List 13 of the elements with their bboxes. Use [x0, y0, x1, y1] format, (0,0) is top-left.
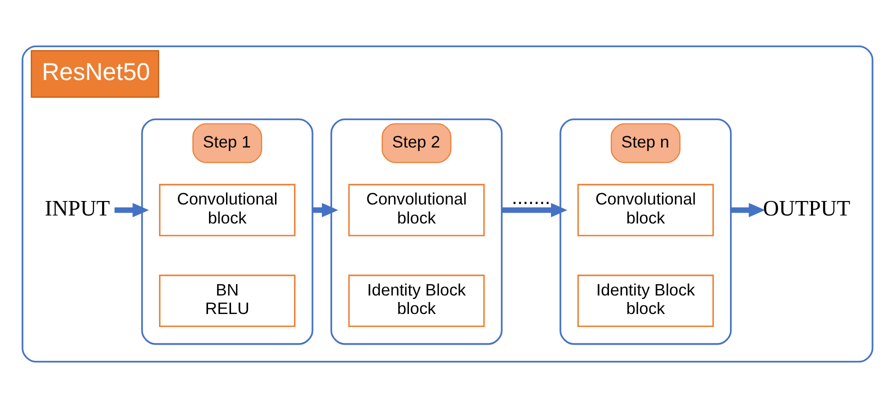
- node-text: INPUT: [44, 196, 110, 221]
- arrow: [502, 202, 568, 218]
- node-text: OUTPUT: [763, 196, 850, 221]
- arrow: [730, 202, 766, 218]
- arrow: [114, 202, 149, 218]
- node-box: Convolutional block: [159, 184, 296, 236]
- edge-label: .......: [512, 186, 550, 209]
- node-box: Identity Block block: [577, 274, 714, 328]
- node-box: BN RELU: [159, 274, 296, 328]
- node-box: Identity Block block: [348, 274, 485, 328]
- node-box: Convolutional block: [577, 184, 714, 236]
- arrow: [312, 202, 338, 218]
- node-box: Convolutional block: [348, 184, 485, 236]
